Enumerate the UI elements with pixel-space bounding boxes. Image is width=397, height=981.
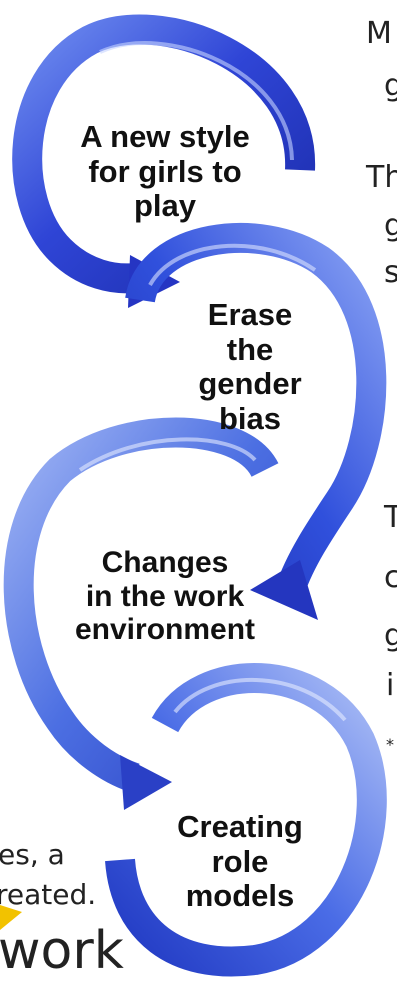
- bg-fragment-right-2: g: [384, 68, 397, 103]
- bg-fragment-left-3: work: [0, 921, 124, 981]
- step-label-4: Creating role models: [160, 809, 320, 914]
- loop-arrow-4: [105, 662, 387, 977]
- bg-fragment-right-3: Th: [366, 160, 397, 195]
- arrow-head-3: [120, 755, 172, 810]
- step-2-line-2: the: [226, 331, 274, 367]
- step-4-line-1: Creating: [177, 809, 303, 844]
- step-3-line-1: Changes: [101, 546, 229, 579]
- step-3-line-3: environment: [74, 613, 256, 647]
- bg-fragment-right-7: c: [384, 560, 397, 595]
- step-4-line-2: role: [211, 843, 269, 879]
- step-label-2: Erase the gender bias: [180, 297, 320, 437]
- bg-fragment-right-5: s: [384, 255, 397, 290]
- bg-fragment-right-4: g: [384, 208, 397, 243]
- bg-fragment-right-6: T: [384, 500, 397, 535]
- bg-fragment-left-1: es, a: [0, 838, 65, 871]
- bg-fragment-right-1: M: [366, 16, 392, 51]
- arrow-head-2: [250, 560, 318, 620]
- step-label-1: A new style for girls to play: [50, 119, 280, 224]
- loop-arrow-2: [125, 222, 387, 620]
- step-1-line-1: A new style: [80, 119, 250, 154]
- bg-fragment-right-10: *: [386, 735, 394, 754]
- bg-fragment-right-8: g: [384, 618, 397, 653]
- bg-fragment-right-9: i: [386, 668, 395, 703]
- step-2-line-4: bias: [218, 401, 282, 437]
- step-4-line-3: models: [185, 878, 295, 914]
- step-3-line-2: in the work: [85, 579, 245, 613]
- step-label-3: Changes in the work environment: [20, 546, 310, 647]
- bg-fragment-left-2: reated.: [0, 878, 97, 911]
- step-2-line-1: Erase: [207, 297, 293, 332]
- step-1-line-3: play: [133, 188, 197, 224]
- loop-arrow-3: [3, 417, 279, 810]
- yellow-accent-shape: [0, 905, 22, 930]
- step-1-line-2: for girls to: [88, 153, 242, 189]
- step-2-line-3: gender: [198, 366, 302, 402]
